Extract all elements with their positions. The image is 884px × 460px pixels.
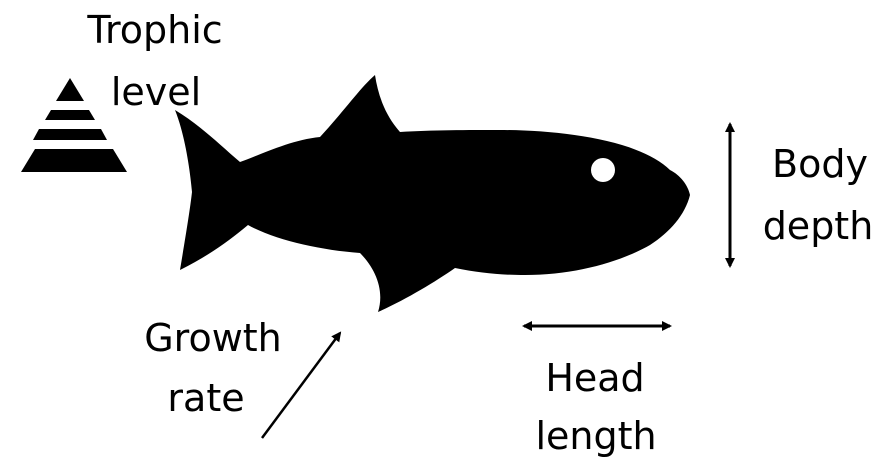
trophic-level-label-line-2: level xyxy=(96,70,216,114)
fish-eye xyxy=(591,158,615,182)
growth-rate-label-line-1: Growth xyxy=(128,316,298,360)
growth-rate-label-line-2: rate xyxy=(146,376,266,420)
head-length-label-line-1: Head xyxy=(530,356,660,400)
body-depth-label-line-1: Body xyxy=(760,142,880,186)
fish-silhouette-icon xyxy=(175,75,690,312)
trophic-level-label-line-1: Trophic xyxy=(80,8,230,52)
body-depth-label-line-2: depth xyxy=(752,204,884,248)
head-length-label-line-2: length xyxy=(516,414,676,458)
